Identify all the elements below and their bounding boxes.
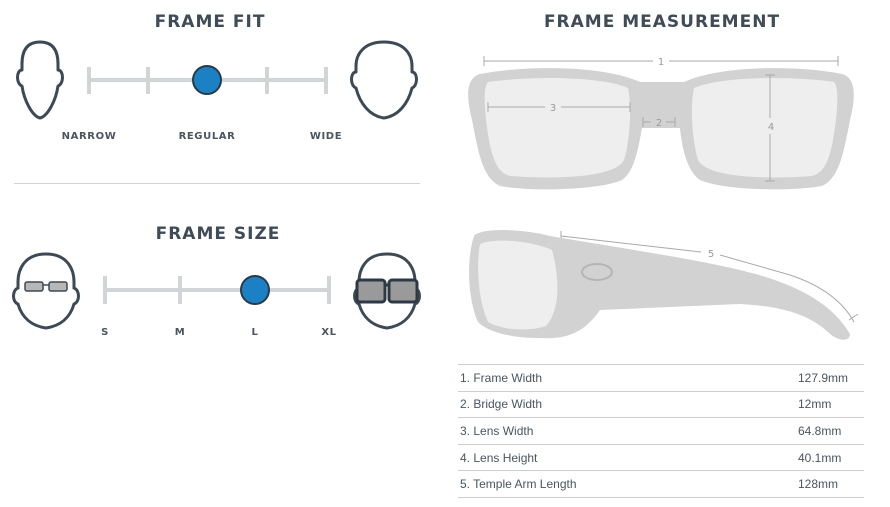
measurement-lines xyxy=(483,56,859,323)
fit-label-narrow: NARROW xyxy=(61,131,117,142)
spec-label: 1. Frame Width xyxy=(458,364,796,392)
callout-2: 2 xyxy=(656,118,662,129)
table-row: 5. Temple Arm Length 128mm xyxy=(458,470,864,498)
glasses-front-view xyxy=(468,68,854,190)
narrow-head-icon xyxy=(16,40,64,120)
frame-measurement-title: FRAME MEASUREMENT xyxy=(543,12,781,32)
spec-value: 128mm xyxy=(796,470,864,498)
table-row: 3. Lens Width 64.8mm xyxy=(458,417,864,445)
size-label-m: M xyxy=(174,327,186,338)
spec-label: 4. Lens Height xyxy=(458,443,796,471)
measurement-table: 1. Frame Width 127.9mm 2. Bridge Width 1… xyxy=(458,364,864,498)
callout-1: 1 xyxy=(658,57,664,68)
callout-4: 4 xyxy=(768,122,774,133)
size-label-s: S xyxy=(101,327,109,338)
table-row: 1. Frame Width 127.9mm xyxy=(458,364,864,392)
spec-value: 12mm xyxy=(796,390,864,418)
spec-label: 2. Bridge Width xyxy=(458,390,796,418)
spec-label: 5. Temple Arm Length xyxy=(458,470,796,498)
fit-label-regular: REGULAR xyxy=(178,131,236,142)
fit-slider-thumb[interactable] xyxy=(192,65,222,95)
wide-head-icon xyxy=(350,40,418,120)
size-label-xl: XL xyxy=(321,327,337,338)
table-row: 4. Lens Height 40.1mm xyxy=(458,443,864,471)
frame-fit-title: FRAME FIT xyxy=(154,12,266,32)
frame-fit-slider[interactable] xyxy=(87,65,328,95)
size-slider-thumb[interactable] xyxy=(240,275,270,305)
brand-logo-icon xyxy=(581,263,613,281)
size-label-l: L xyxy=(251,327,259,338)
section-divider xyxy=(14,183,420,184)
small-glasses-head-icon xyxy=(12,252,80,330)
spec-value: 40.1mm xyxy=(796,443,864,471)
large-glasses-head-icon xyxy=(353,252,421,330)
callout-3: 3 xyxy=(550,103,556,114)
callout-5: 5 xyxy=(708,249,714,260)
spec-value: 64.8mm xyxy=(796,417,864,445)
frame-size-title: FRAME SIZE xyxy=(155,224,281,244)
fit-label-wide: WIDE xyxy=(309,131,343,142)
spec-label: 3. Lens Width xyxy=(458,417,796,445)
frame-size-slider[interactable] xyxy=(103,275,331,305)
spec-value: 127.9mm xyxy=(796,364,864,392)
glasses-side-view xyxy=(469,230,850,340)
table-row: 2. Bridge Width 12mm xyxy=(458,390,864,418)
